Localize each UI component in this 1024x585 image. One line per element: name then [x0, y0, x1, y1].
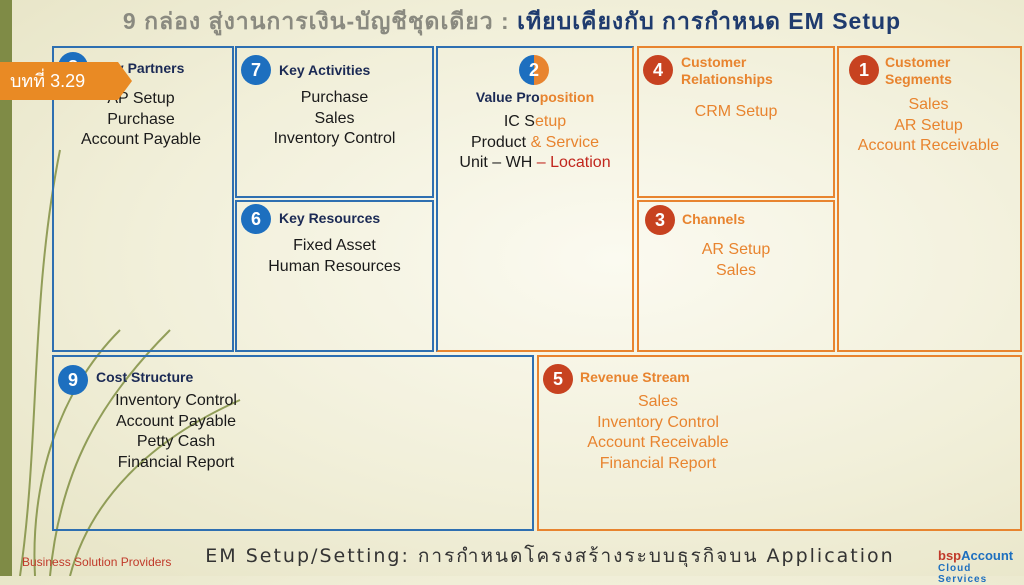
list-item: Fixed Asset [293, 237, 376, 254]
list-item: Account Receivable [857, 137, 1000, 154]
badge-key-resources: 6 [241, 204, 271, 234]
bspaccount-logo: bspAccount Cloud Services [938, 548, 1014, 585]
footer-caption: EM Setup/Setting: การกำหนดโครงสร้างระบบธ… [205, 545, 895, 567]
list-revenue-stream: Sales Inventory Control Account Receivab… [558, 392, 758, 474]
box-key-activities [235, 46, 434, 198]
badge-key-activities: 7 [241, 55, 271, 85]
list-customer-relationships: CRM Setup [637, 102, 835, 123]
list-item: Petty Cash [136, 433, 216, 450]
list-item: Account Payable [80, 131, 202, 148]
list-item: Inventory Control [273, 130, 396, 147]
list-item: Purchase [300, 89, 369, 106]
list-item: Account Payable [115, 412, 237, 430]
title-channels: Channels [682, 211, 746, 227]
list-item: Sales [637, 393, 679, 410]
list-item: Sales [908, 96, 949, 113]
box-customer-relationships [637, 46, 835, 198]
chapter-tab: บทที่ 3.29 [0, 62, 132, 100]
title-revenue-stream: Revenue Stream [580, 369, 690, 385]
list-item: Unit – WH – Location [459, 154, 611, 171]
list-item: AR Setup [894, 116, 963, 134]
badge-channels: 3 [645, 205, 675, 235]
box-cost-structure [52, 355, 534, 531]
box-key-resources [235, 200, 434, 352]
list-item: Purchase [107, 110, 175, 128]
badge-value-proposition: 2 [519, 55, 549, 85]
list-item: Financial Report [117, 453, 235, 471]
page-title: 9 กล่อง สู่งานการเงิน-บัญชีชุดเดียว : เท… [122, 8, 902, 34]
list-item: Financial Report [599, 454, 717, 472]
badge-revenue-stream: 5 [543, 364, 573, 394]
box-revenue-stream [537, 355, 1022, 531]
box-key-partners [52, 46, 234, 352]
list-item: Human Resources [268, 257, 401, 275]
list-item: Inventory Control [115, 392, 237, 409]
list-key-resources: Fixed Asset Human Resources [235, 236, 434, 277]
title-cost-structure: Cost Structure [96, 369, 194, 385]
list-cost-structure: Inventory Control Account Payable Petty … [80, 391, 272, 473]
title-customer-segments: Customer Segments [885, 54, 952, 87]
list-item: CRM Setup [694, 103, 778, 120]
list-item: IC Setup [503, 113, 567, 130]
list-key-activities: Purchase Sales Inventory Control [235, 88, 434, 150]
list-customer-segments: Sales AR Setup Account Receivable [837, 95, 1020, 157]
list-item: AR Setup [701, 241, 771, 258]
badge-cost-structure: 9 [58, 365, 88, 395]
list-item: Inventory Control [597, 413, 719, 431]
list-item: Sales [314, 109, 355, 127]
badge-customer-segments: 1 [849, 55, 879, 85]
box-customer-segments [837, 46, 1022, 352]
list-item: Product & Service [470, 133, 600, 151]
title-key-activities: Key Activities [279, 62, 371, 78]
list-channels: AR Setup Sales [637, 240, 835, 281]
list-item: Account Receivable [587, 434, 729, 451]
box-value-proposition [436, 46, 634, 352]
list-item: Sales [715, 261, 757, 279]
badge-customer-relationships: 4 [643, 55, 673, 85]
title-key-resources: Key Resources [279, 210, 381, 226]
box-channels [637, 200, 835, 352]
list-value-proposition: IC Setup Product & Service Unit – WH – L… [436, 112, 634, 174]
company-name: Business Solution Providers [22, 555, 172, 569]
title-value-proposition: Value Proposition [475, 89, 595, 105]
title-customer-relationships: Customer Relationships [681, 54, 773, 87]
left-accent-bar [0, 0, 12, 576]
